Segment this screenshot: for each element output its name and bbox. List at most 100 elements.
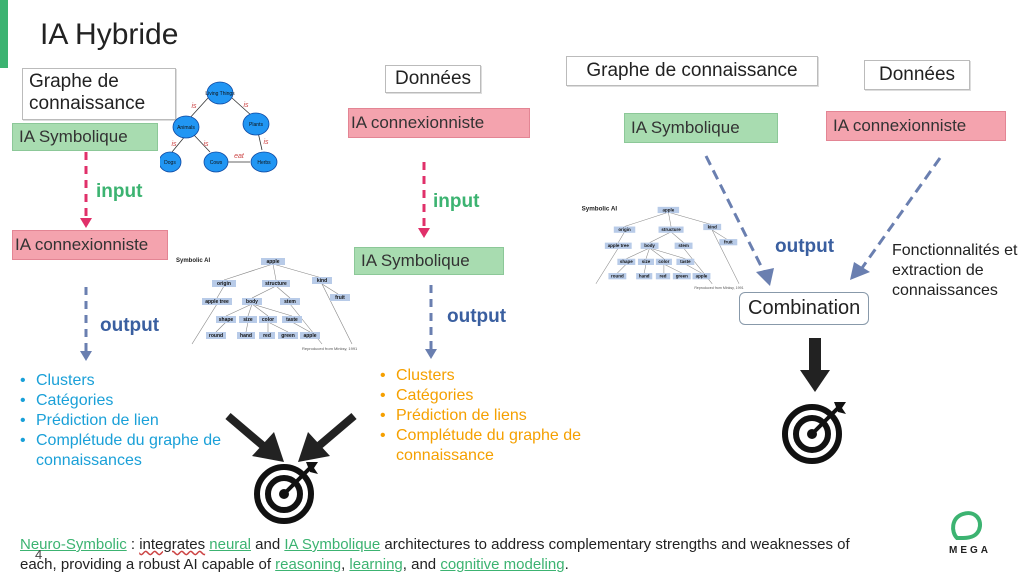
footer-word: and [250,536,285,553]
footer-colon: : [126,536,140,553]
list-item: Clusters [20,371,235,391]
mega-logo-icon [951,511,982,540]
edge-label: is [243,102,249,109]
node-animals: Animals [177,125,195,131]
results-list-1: Clusters Catégories Prédiction de lien C… [20,371,235,471]
tree-node: apple tree [608,243,630,248]
tree-node: green [281,333,295,339]
edge-label: is [203,141,209,148]
symbolic-tree-diagram-small: Symbolic AI apple origin structure kind … [582,205,744,290]
target-icon-2 [782,402,846,464]
kg-label-3: Graphe de connaissance [566,56,818,86]
data-label-2: Données [385,65,481,93]
tree-node: origin [217,281,231,287]
list-item: Clusters [380,366,600,386]
output-label-2: output [447,306,507,327]
node-cows: Cows [210,160,223,166]
footer-word: integrates [139,536,206,553]
data-label-3: Données [864,60,970,90]
tree-node: apple [696,274,708,279]
input-arrow-2 [418,162,430,238]
page-number: 4 [35,547,43,562]
term-neural: neural [209,536,251,553]
tree-node: stem [284,299,296,305]
list-item: Complétude du graphe de connaissance [380,426,600,466]
tree-node: shape [219,317,234,323]
tree-node: red [263,333,271,339]
tree-node: structure [265,281,287,287]
tree-node: fruit [724,240,733,245]
list-item: Complétude du graphe de connaissances [20,431,235,471]
node-herbs: Herbs [257,160,271,166]
tree-credit: Reproduced from Minksy, 1991 [694,286,743,290]
connexionist-box-2: IA connexionniste [348,108,530,138]
tree-node: color [262,317,274,323]
tree-node: apple [303,333,316,339]
edge-label: eat [234,153,245,160]
node-plants: Plants [249,122,263,128]
tree-credit: Reproduced from Minksy, 1991 [302,346,358,351]
tree-node: green [676,274,688,279]
tree-node: round [611,274,624,279]
converge-arrows [225,412,357,462]
input-label-1: input [96,181,143,202]
edge-label: is [263,139,269,146]
footer-comma: , [341,556,350,573]
connexionist-box-3: IA connexionniste [826,111,1006,141]
tree-node: origin [618,227,631,232]
target-icon [254,462,318,524]
combination-arrows [704,155,942,286]
footer-end: . [564,556,569,573]
tree-node: fruit [335,295,345,301]
slide-title: IA Hybride [40,18,179,51]
tree-node: taste [680,259,691,264]
output-label-1: output [100,315,160,336]
tree-node: body [246,299,258,305]
kg-label-1: Graphe de connaissance [22,68,176,120]
node-dogs: Dogs [164,160,176,166]
list-item: Catégories [20,391,235,411]
footer-text: Neuro-Symbolic : integrates neural and I… [20,535,890,575]
tree-node: body [644,243,655,248]
features-text: Fonctionnalités et extraction de connais… [892,242,1018,299]
tree-node: apple [663,207,675,212]
connexionist-box-1: IA connexionniste [12,230,168,260]
tree-node: stem [678,243,688,248]
symbolic-box-2: IA Symbolique [354,247,504,275]
tree-node: taste [286,317,298,323]
tree-node: round [209,333,223,339]
tree-node: hand [240,333,252,339]
results-list-2: Clusters Catégories Prédiction de liens … [380,366,600,466]
term-neuro-symbolic: Neuro-Symbolic [20,536,127,553]
node-living-things: Living Things [205,91,235,97]
tree-node: size [642,259,651,264]
combination-box: Combination [739,292,870,325]
output-arrow-2 [425,285,437,359]
input-arrow-1 [80,152,92,228]
symbolic-box-1: IA Symbolique [12,123,158,151]
term-symbolic: IA Symbolique [284,536,381,553]
tree-title: Symbolic AI [176,258,210,264]
symbolic-box-3: IA Symbolique [624,113,778,143]
term-learning: learning [349,556,403,573]
symbolic-tree-diagram: Symbolic AI apple origin structure kind … [176,258,358,351]
footer-sentence: architectures to address complementary s… [20,536,850,573]
list-item: Prédiction de lien [20,411,235,431]
tree-node: apple tree [205,299,229,305]
list-item: Prédiction de liens [380,406,600,426]
accent-bar [0,0,8,68]
edge-label: is [191,103,197,110]
input-label-2: input [433,191,480,212]
term-reasoning: reasoning [275,556,342,573]
mega-logo-text: MEGA [949,545,991,556]
tree-title: Symbolic AI [582,205,618,212]
tree-node: apple [266,259,279,265]
tree-node: shape [620,259,633,264]
list-item: Catégories [380,386,600,406]
term-cognitive-modeling: cognitive modeling [440,556,565,573]
tree-node: red [660,274,667,279]
tree-node: size [243,317,253,323]
tree-node: hand [639,274,650,279]
output-arrow-1 [80,287,92,361]
footer-word: , and [402,556,441,573]
